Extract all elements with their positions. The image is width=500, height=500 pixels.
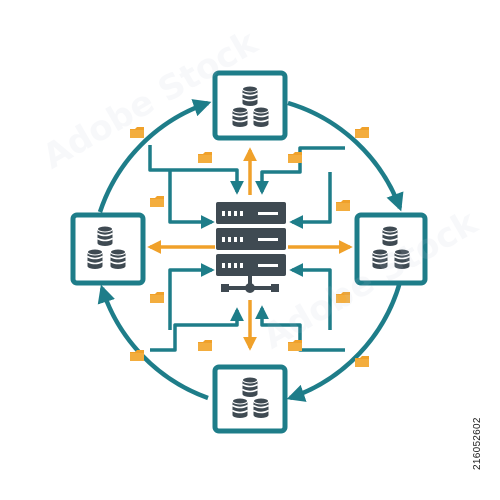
folder-icon: [150, 292, 164, 303]
folder-icon: [336, 200, 350, 211]
folder-icon: [355, 127, 369, 138]
node-top: [212, 70, 288, 141]
connector-bottom-right: [255, 305, 345, 352]
connector-bottom-left: [150, 307, 244, 352]
connector-left-upper: [168, 170, 215, 229]
ring-arrow-top-to-right: [287, 100, 404, 212]
folder-icon: [288, 152, 302, 163]
ring-arrow-right-to-bottom: [286, 281, 403, 402]
outbound-arrows: [147, 147, 353, 351]
node-bottom: [212, 364, 288, 434]
folder-icon: [198, 152, 212, 163]
folder-icon: [130, 127, 144, 138]
folder-icon: [288, 340, 302, 351]
ring-arrow-bottom-to-left: [97, 284, 209, 401]
ring-arrow-left-to-top: [97, 99, 212, 213]
node-right: [354, 212, 428, 286]
inbound-connectors: [148, 145, 345, 352]
node-left: [70, 212, 146, 286]
server-rack-icon: [216, 202, 286, 293]
folder-icon: [150, 196, 164, 207]
connector-top-right: [255, 146, 345, 195]
connector-right-lower: [289, 263, 332, 330]
folder-icon: [130, 350, 144, 361]
connector-left-lower: [168, 263, 215, 330]
folder-icon: [336, 292, 350, 303]
connector-right-upper: [289, 172, 332, 229]
folder-icon: [198, 340, 212, 351]
connector-top-left: [148, 145, 244, 195]
stock-id-label: 216052602: [472, 417, 483, 470]
